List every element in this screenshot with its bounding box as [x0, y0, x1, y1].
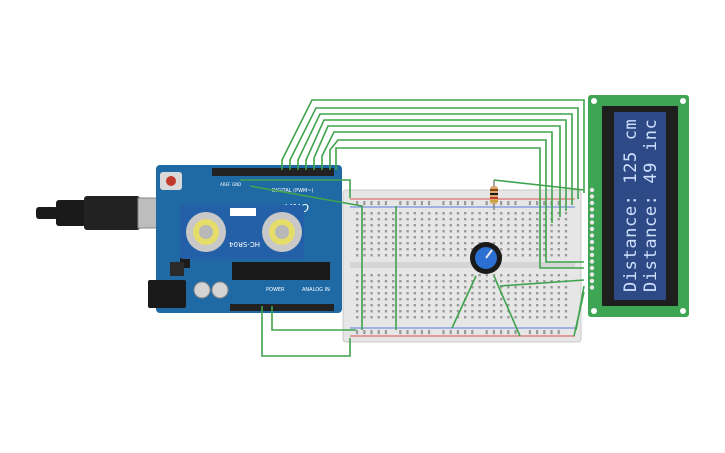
wire-5v	[271, 306, 356, 331]
wire-pot-1	[451, 275, 477, 329]
wire-gnd	[261, 306, 351, 357]
wire-lcd-2	[289, 107, 579, 199]
wire-pot-2	[493, 275, 521, 337]
wire-lcd-11	[573, 291, 585, 337]
wire-res	[493, 179, 585, 191]
ultrasonic-sensor[interactable]: HC-SR04	[180, 205, 304, 259]
usb-cable	[36, 196, 169, 230]
wire-lcd-9	[499, 279, 585, 287]
breadboard[interactable]	[342, 189, 582, 343]
power-jack	[148, 280, 186, 308]
reset-button[interactable]	[166, 176, 176, 186]
digital-label: DIGITAL (PWM~)	[272, 188, 314, 194]
lcd-pins	[589, 187, 595, 290]
wire-sensor-2	[249, 185, 363, 330]
wire-lcd-1	[281, 99, 585, 193]
resistor[interactable]	[490, 180, 498, 210]
lcd-module[interactable]: Distance: 125 cm Distance: 49 inc	[588, 95, 689, 317]
wire-lcd-3	[297, 113, 573, 205]
microcontroller-chip	[232, 262, 330, 280]
wire-lcd-7	[329, 139, 584, 263]
digital-header	[212, 168, 334, 176]
power-label: POWER	[266, 287, 285, 293]
wire-sensor-1	[240, 179, 351, 198]
aref-label: AREF	[220, 182, 231, 187]
power-analog-header	[230, 304, 334, 311]
gnd-label: GND	[232, 182, 241, 187]
analog-label: ANALOG IN	[302, 287, 330, 293]
wire-lcd-8	[335, 147, 584, 269]
lcd-screen	[614, 112, 666, 300]
wire-lcd-6	[321, 131, 553, 223]
wires	[240, 99, 585, 357]
lcd-line-1: Distance: 125 cm	[621, 119, 641, 292]
wire-lcd-5	[313, 125, 561, 217]
potentiometer[interactable]	[470, 242, 502, 274]
sensor-model: HC-SR04	[229, 240, 260, 248]
wire-lcd-4	[305, 119, 567, 211]
lcd-line-2: Distance: 49 inc	[641, 119, 661, 292]
breadboard-holes	[356, 201, 568, 335]
